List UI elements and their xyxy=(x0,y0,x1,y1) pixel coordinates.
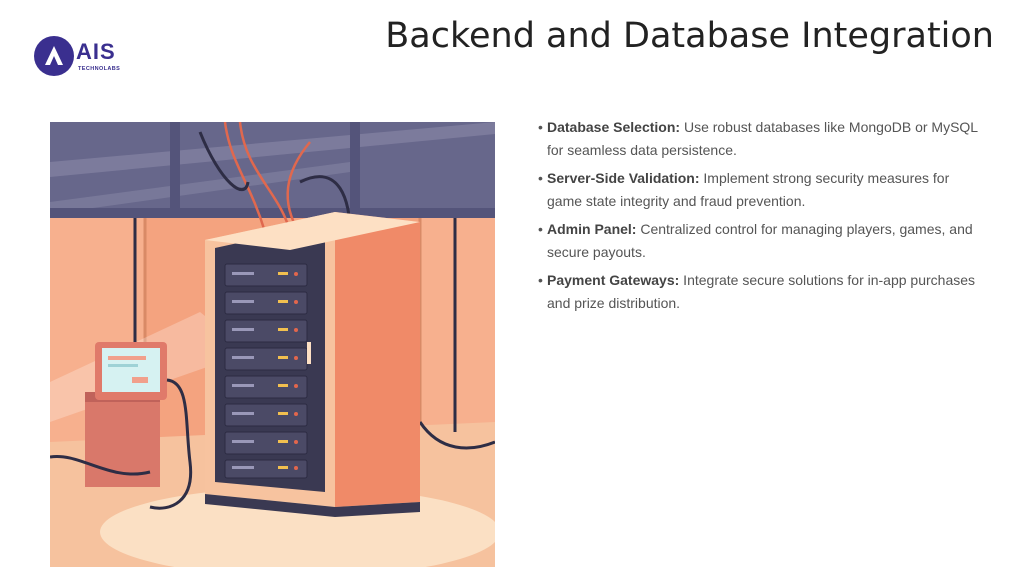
company-logo: AIS TECHNOLABS xyxy=(34,36,134,80)
server-rack-illustration xyxy=(50,122,495,567)
logo-subtext: TECHNOLABS xyxy=(78,66,121,72)
logo-text: AIS xyxy=(76,39,116,64)
logo-mark-icon xyxy=(34,36,74,76)
list-item-text: Centralized control for managing players… xyxy=(547,221,973,260)
list-item-term: Server-Side Validation: xyxy=(547,170,700,186)
page-title: Backend and Database Integration xyxy=(385,16,994,56)
list-item-text: Use robust databases like MongoDB or MyS… xyxy=(547,119,978,158)
list-item-text: Implement strong security measures for g… xyxy=(547,170,950,209)
list-item-term: Admin Panel: xyxy=(547,221,637,237)
list-item: Server-Side Validation: Implement strong… xyxy=(538,167,978,213)
list-item: Payment Gateways: Integrate secure solut… xyxy=(538,269,978,315)
feature-list: Database Selection: Use robust databases… xyxy=(538,116,978,320)
list-item-term: Payment Gateways: xyxy=(547,272,680,288)
list-item-text: Integrate secure solutions for in-app pu… xyxy=(547,272,976,311)
list-item-term: Database Selection: xyxy=(547,119,681,135)
list-item: Database Selection: Use robust databases… xyxy=(538,116,978,162)
list-item: Admin Panel: Centralized control for man… xyxy=(538,218,978,264)
